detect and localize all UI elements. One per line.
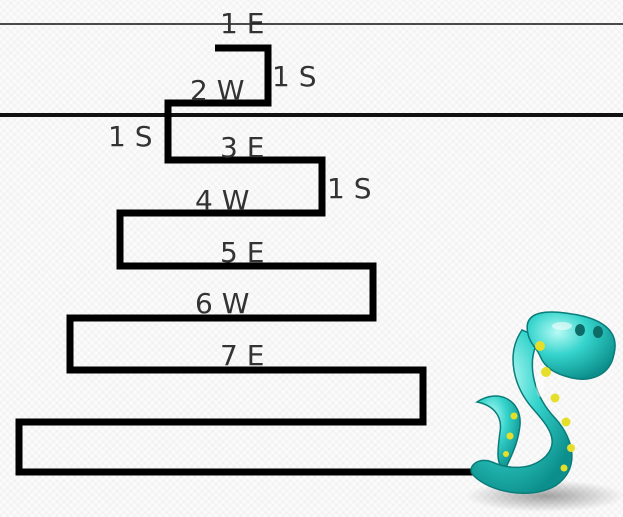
label-7-east: 7 E <box>220 339 264 372</box>
label-1-south-b: 1 S <box>108 120 153 153</box>
label-1-south-a: 1 S <box>272 60 317 93</box>
label-5-east: 5 E <box>220 236 264 269</box>
label-6-west: 6 W <box>195 287 249 320</box>
label-2-west: 2 W <box>190 74 244 107</box>
snake-icon <box>465 312 623 512</box>
label-1-east: 1 E <box>220 7 264 40</box>
label-4-west: 4 W <box>195 184 249 217</box>
label-3-east: 3 E <box>220 131 264 164</box>
label-1-south-c: 1 S <box>327 172 372 205</box>
